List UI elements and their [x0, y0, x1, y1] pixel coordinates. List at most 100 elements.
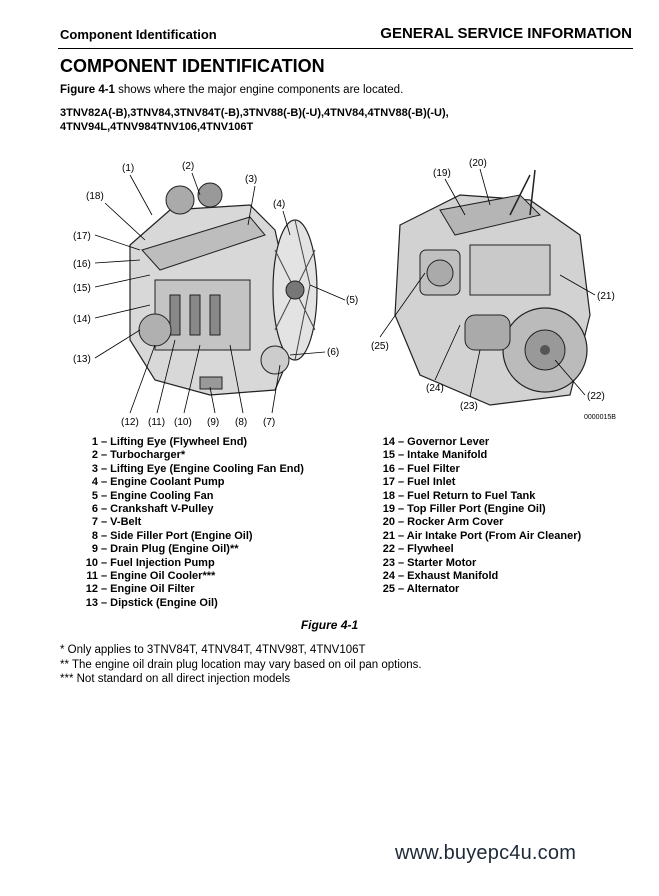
model-list: 3TNV82A(-B),3TNV84,3TNV84T(-B),3TNV88(-B…	[60, 106, 530, 134]
intro-paragraph: Figure 4-1 shows where the major engine …	[60, 84, 403, 96]
callout-9: (9)	[207, 417, 219, 428]
list-item: 5– Engine Cooling Fan	[80, 490, 304, 503]
item-number: 9	[91, 543, 98, 556]
list-item: 3– Lifting Eye (Engine Cooling Fan End)	[80, 463, 304, 476]
item-label: – Engine Oil Cooler***	[101, 570, 216, 583]
model-line-1: 3TNV82A(-B),3TNV84,3TNV84T(-B),3TNV88(-B…	[60, 107, 449, 119]
figure-image-id: 0000015B	[584, 414, 616, 421]
chapter-header: GENERAL SERVICE INFORMATION	[380, 25, 632, 42]
callout-15: (15)	[73, 283, 91, 294]
list-item: 7– V-Belt	[80, 516, 304, 529]
callout-12: (12)	[121, 417, 139, 428]
item-label: – Alternator	[398, 583, 460, 596]
component-list-right: 14– Governor Lever 15– Intake Manifold 1…	[377, 436, 581, 597]
item-number: 8	[91, 529, 98, 542]
item-label: – Lifting Eye (Engine Cooling Fan End)	[101, 462, 304, 475]
footnote-3: *** Not standard on all direct injection…	[60, 673, 291, 685]
list-item: 25– Alternator	[377, 583, 581, 596]
item-number: 7	[91, 516, 98, 529]
footnote-2: ** The engine oil drain plug location ma…	[60, 658, 422, 671]
callout-17: (17)	[73, 231, 91, 242]
list-item: 17– Fuel Inlet	[377, 476, 581, 489]
item-number: 22	[382, 543, 395, 556]
list-item: 22– Flywheel	[377, 543, 581, 556]
item-label: – Intake Manifold	[398, 449, 488, 462]
item-label: – Engine Oil Filter	[101, 583, 195, 596]
item-label: – Rocker Arm Cover	[398, 516, 504, 529]
footnote-1: * Only applies to 3TNV84T, 4TNV84T, 4TNV…	[60, 644, 366, 656]
callout-7: (7)	[263, 417, 275, 428]
item-number: 23	[382, 556, 395, 569]
engine-left-view	[129, 182, 318, 396]
item-number: 15	[382, 449, 395, 462]
item-number: 18	[382, 489, 395, 502]
component-list-left: 1– Lifting Eye (Flywheel End) 2– Turboch…	[80, 436, 304, 610]
header-rule	[58, 48, 633, 49]
left-callout-labels: (1) (2) (3) (4) (5) (6) (7) (8) (9) (10)…	[73, 161, 358, 428]
callout-25: (25)	[371, 341, 389, 352]
item-label: – Fuel Filter	[398, 462, 460, 475]
item-label: – V-Belt	[101, 516, 142, 529]
item-label: – Fuel Injection Pump	[101, 556, 215, 569]
callout-1: (1)	[122, 163, 134, 174]
callout-4: (4)	[273, 199, 285, 210]
item-number: 25	[382, 583, 395, 596]
callout-8: (8)	[235, 417, 247, 428]
list-item: 21– Air Intake Port (From Air Cleaner)	[377, 530, 581, 543]
list-item: 12– Engine Oil Filter	[80, 583, 304, 596]
item-label: – Top Filler Port (Engine Oil)	[398, 503, 546, 516]
callout-23: (23)	[460, 401, 478, 412]
list-item: 1– Lifting Eye (Flywheel End)	[80, 436, 304, 449]
item-label: – Flywheel	[398, 543, 454, 556]
item-number: 10	[85, 556, 98, 569]
item-number: 16	[382, 462, 395, 475]
engine-figure: (1) (2) (3) (4) (5) (6) (7) (8) (9) (10)…	[73, 158, 616, 428]
item-number: 14	[382, 436, 395, 448]
item-number: 3	[91, 462, 98, 475]
item-label: – Crankshaft V-Pulley	[101, 503, 214, 516]
item-number: 11	[86, 570, 98, 583]
callout-16: (16)	[73, 259, 91, 270]
list-item: 4– Engine Coolant Pump	[80, 476, 304, 489]
item-number: 19	[382, 503, 395, 516]
list-item: 23– Starter Motor	[377, 557, 581, 570]
list-item: 8– Side Filler Port (Engine Oil)	[80, 530, 304, 543]
item-number: 17	[382, 476, 395, 489]
item-label: – Side Filler Port (Engine Oil)	[101, 529, 253, 542]
item-number: 24	[382, 570, 395, 583]
item-label: – Starter Motor	[398, 556, 477, 569]
callout-5: (5)	[346, 295, 358, 306]
callout-11: (11)	[148, 417, 165, 428]
callout-6: (6)	[327, 347, 339, 358]
list-item: 13– Dipstick (Engine Oil)	[80, 597, 304, 610]
callout-20: (20)	[469, 158, 487, 169]
intro-text: shows where the major engine components …	[114, 84, 404, 96]
item-number: 20	[382, 516, 395, 529]
item-number: 2	[91, 449, 98, 462]
item-label: – Lifting Eye (Flywheel End)	[101, 436, 248, 448]
item-number: 4	[91, 476, 98, 489]
list-item: 20– Rocker Arm Cover	[377, 516, 581, 529]
item-label: – Turbocharger*	[101, 449, 186, 462]
item-number: 12	[85, 583, 98, 596]
item-label: – Dipstick (Engine Oil)	[101, 596, 218, 609]
list-item: 6– Crankshaft V-Pulley	[80, 503, 304, 516]
watermark: www.buyepc4u.com	[395, 842, 577, 864]
item-label: – Engine Coolant Pump	[101, 476, 225, 489]
list-item: 18– Fuel Return to Fuel Tank	[377, 490, 581, 503]
item-number: 5	[91, 489, 98, 502]
callout-24: (24)	[426, 383, 444, 394]
item-label: – Fuel Inlet	[398, 476, 456, 489]
item-label: – Drain Plug (Engine Oil)**	[101, 543, 239, 556]
callout-14: (14)	[73, 314, 91, 325]
callout-10: (10)	[174, 417, 192, 428]
item-label: – Engine Cooling Fan	[101, 489, 214, 502]
figure-caption: Figure 4-1	[300, 618, 359, 632]
item-number: 21	[382, 529, 395, 542]
list-item: 15– Intake Manifold	[377, 449, 581, 462]
figure-reference: Figure 4-1	[60, 84, 115, 96]
callout-22: (22)	[587, 391, 605, 402]
list-item: 10– Fuel Injection Pump	[80, 557, 304, 570]
callout-13: (13)	[73, 354, 91, 365]
item-label: – Fuel Return to Fuel Tank	[398, 489, 536, 502]
